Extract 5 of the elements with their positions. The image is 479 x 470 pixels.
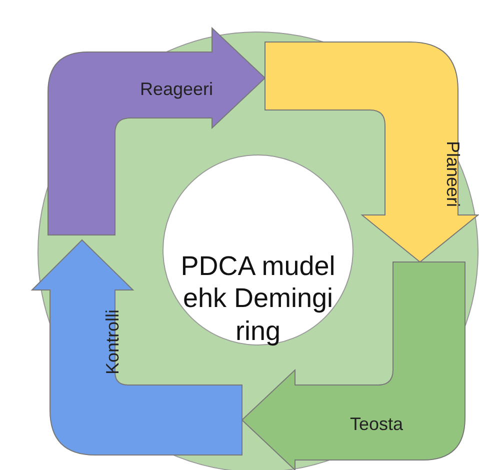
step-label: Planeeri — [444, 140, 462, 208]
step-label: Teosta — [350, 415, 404, 433]
center-title: PDCA mudel ehk Demingi ring — [180, 250, 336, 348]
step-label: Kontrolli — [104, 309, 122, 375]
step-label: Reageeri — [140, 80, 214, 98]
